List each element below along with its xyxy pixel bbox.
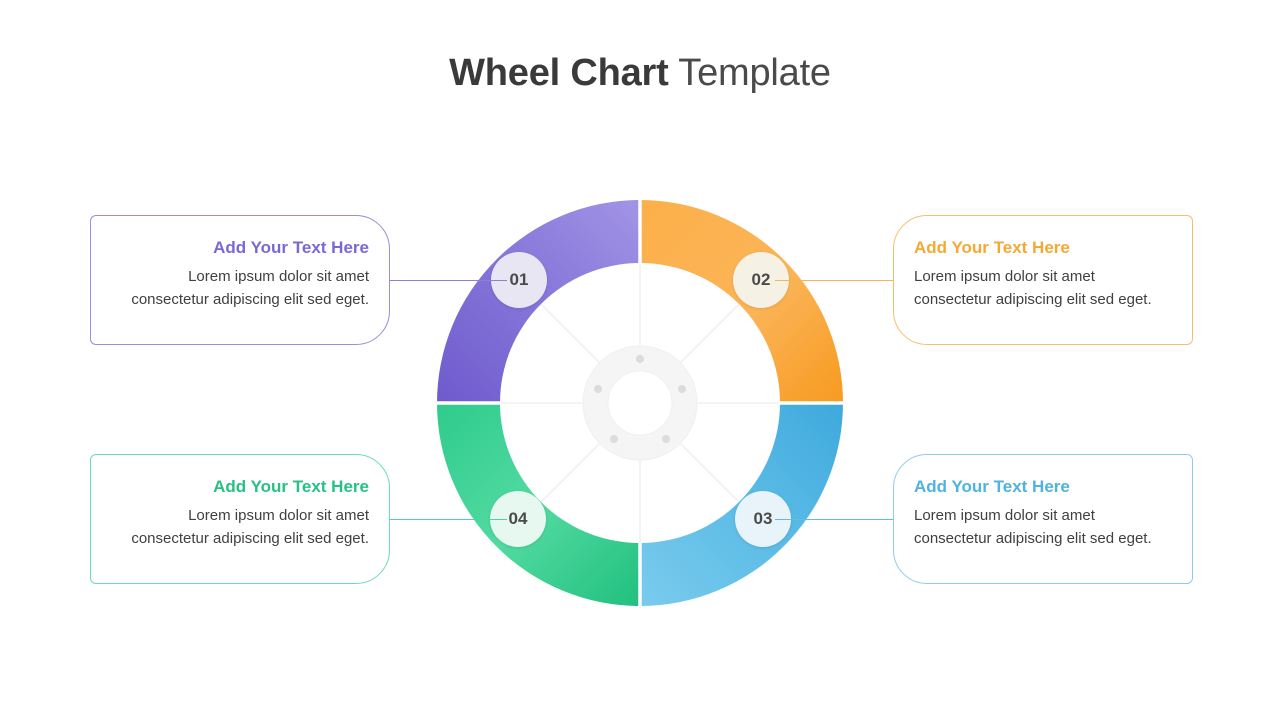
wheel-chart <box>435 198 845 608</box>
callout-card-02[interactable]: Add Your Text Here Lorem ipsum dolor sit… <box>893 215 1193 345</box>
connector-line-02 <box>775 280 893 281</box>
wheel-badge-01[interactable]: 01 <box>491 252 547 308</box>
connector-line-03 <box>775 519 893 520</box>
callout-title-03: Add Your Text Here <box>914 477 1070 496</box>
connector-line-04 <box>389 519 507 520</box>
badge-number-02: 02 <box>751 270 771 289</box>
badge-number-01: 01 <box>509 270 529 289</box>
callout-title-02: Add Your Text Here <box>914 238 1070 257</box>
callout-title-01: Add Your Text Here <box>213 238 369 257</box>
callout-body-04: Lorem ipsum dolor sit amet consectetur a… <box>131 507 369 547</box>
connector-line-01 <box>389 280 507 281</box>
wheel-segment-02[interactable] <box>640 200 843 403</box>
callout-body-03: Lorem ipsum dolor sit amet consectetur a… <box>914 507 1152 547</box>
badge-number-04: 04 <box>508 509 528 528</box>
callout-card-04[interactable]: Add Your Text Here Lorem ipsum dolor sit… <box>90 454 390 584</box>
page-title: Wheel Chart Template <box>0 52 1280 95</box>
callout-body-02: Lorem ipsum dolor sit amet consectetur a… <box>914 268 1152 308</box>
hub-group <box>582 345 698 461</box>
callout-body-01: Lorem ipsum dolor sit amet consectetur a… <box>131 268 369 308</box>
title-bold-part: Wheel Chart <box>449 52 669 94</box>
badge-number-03: 03 <box>753 509 773 528</box>
callout-card-01[interactable]: Add Your Text Here Lorem ipsum dolor sit… <box>90 215 390 345</box>
hub-dots <box>594 355 686 443</box>
title-light-part: Template <box>668 52 831 94</box>
wheel-segment-01[interactable] <box>437 200 640 403</box>
callout-title-04: Add Your Text Here <box>213 477 369 496</box>
callout-card-03[interactable]: Add Your Text Here Lorem ipsum dolor sit… <box>893 454 1193 584</box>
segment-dividers <box>435 198 845 608</box>
